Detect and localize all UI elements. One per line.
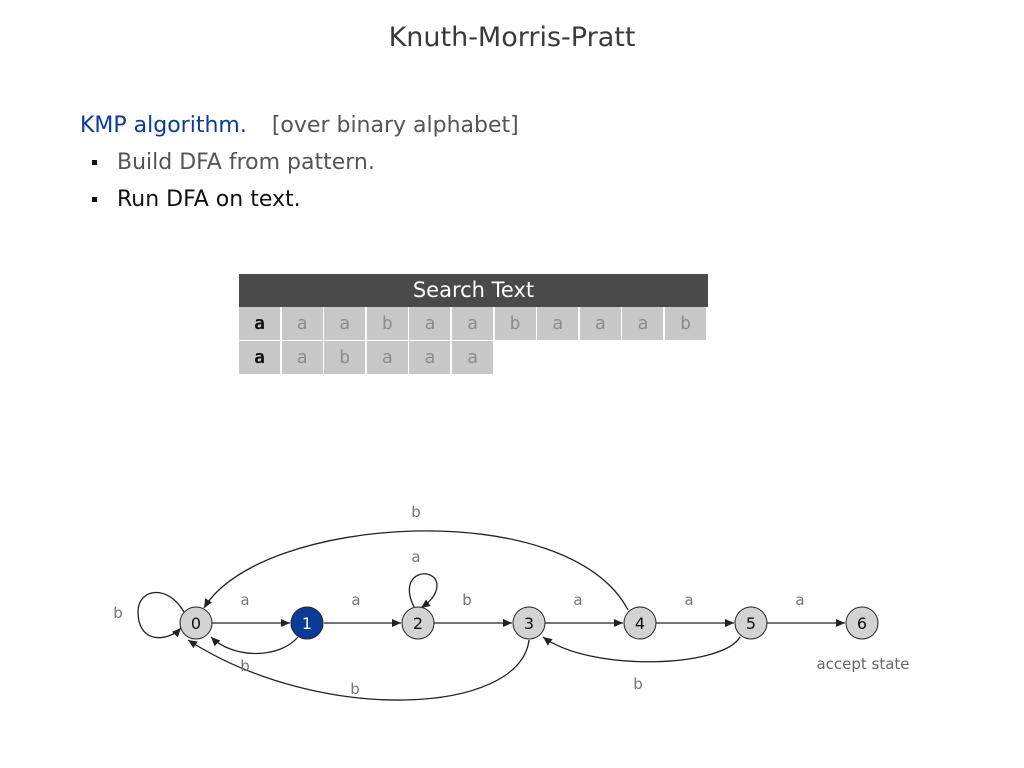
bullet-item: Run DFA on text.	[92, 187, 301, 212]
dfa-state-2: 2	[401, 606, 435, 640]
transition-label-0-1: a	[240, 591, 249, 609]
bullet-marker	[92, 196, 97, 202]
transition-label-4-0: b	[411, 503, 421, 521]
transition-label-5-3: b	[633, 675, 643, 693]
transition-arrow-4-0	[203, 530, 629, 611]
search-text-cell: a	[452, 307, 494, 340]
transition-label-3-4: a	[573, 591, 582, 609]
dfa-state-label: 5	[746, 614, 756, 633]
search-text-cell: a	[239, 307, 281, 340]
slide-title: Knuth-Morris-Pratt	[388, 22, 636, 53]
transition-label-3-0: b	[350, 680, 360, 698]
bullet-marker	[92, 159, 97, 165]
pattern-cell: a	[409, 341, 452, 374]
search-text-cell: a	[324, 307, 367, 340]
dfa-state-label: 0	[191, 614, 201, 633]
dfa-state-circle	[623, 606, 657, 640]
dfa-state-3: 3	[512, 606, 546, 640]
dfa-state-circle	[290, 606, 324, 640]
bullet-text: Run DFA on text.	[117, 187, 301, 212]
transition-label-1-0: b	[240, 657, 250, 675]
search-text-cell: a	[537, 307, 580, 340]
dfa-state-label: 3	[524, 614, 534, 633]
transition-arrow-3-0	[187, 639, 530, 701]
search-text-header: Search Text	[239, 274, 708, 307]
search-text-cell: a	[409, 307, 452, 340]
pattern-cell: a	[452, 341, 494, 374]
dfa-state-0: 0	[179, 606, 213, 640]
dfa-state-1: 1	[290, 606, 324, 640]
headline-prefix: KMP algorithm.	[80, 113, 247, 138]
dfa-state-circle	[179, 606, 213, 640]
dfa-state-label: 1	[302, 614, 312, 633]
transition-label-4-5: a	[684, 591, 693, 609]
bullet-item: Build DFA from pattern.	[92, 150, 375, 175]
pattern-cell: a	[281, 341, 324, 374]
pattern-cell: a	[366, 341, 409, 374]
transition-arrow-5-3	[542, 636, 741, 663]
dfa-state-label: 6	[857, 614, 867, 633]
transition-arrow-2-2	[408, 573, 438, 609]
transition-label-2-2: a	[411, 548, 420, 566]
search-text-cell: b	[494, 307, 537, 340]
dfa-state-6: 6	[845, 606, 879, 640]
search-text-cell: a	[281, 307, 324, 340]
search-text-cell: a	[622, 307, 665, 340]
headline: KMP algorithm. [over binary alphabet]	[80, 113, 519, 138]
dfa-state-circle	[845, 606, 879, 640]
search-text-cell: b	[665, 307, 707, 340]
dfa-state-circle	[734, 606, 768, 640]
transition-label-5-6: a	[795, 591, 804, 609]
headline-note: [over binary alphabet]	[271, 113, 519, 138]
search-text-cell: a	[579, 307, 622, 340]
pattern-cell: a	[239, 341, 281, 374]
dfa-state-circle	[401, 606, 435, 640]
transition-arrow-0-0	[137, 591, 185, 639]
transition-label-0-0: b	[113, 604, 123, 622]
accept-state-label: accept state	[816, 655, 909, 673]
transition-label-2-3: b	[462, 591, 472, 609]
bullet-text: Build DFA from pattern.	[117, 150, 375, 175]
dfa-state-label: 4	[635, 614, 645, 633]
search-text-cell: b	[366, 307, 409, 340]
dfa-state-circle	[512, 606, 546, 640]
pattern-cell: b	[324, 341, 367, 374]
transition-label-1-2: a	[351, 591, 360, 609]
dfa-state-5: 5	[734, 606, 768, 640]
dfa-state-4: 4	[623, 606, 657, 640]
transition-arrow-1-0	[210, 636, 299, 655]
dfa-state-label: 2	[413, 614, 423, 633]
